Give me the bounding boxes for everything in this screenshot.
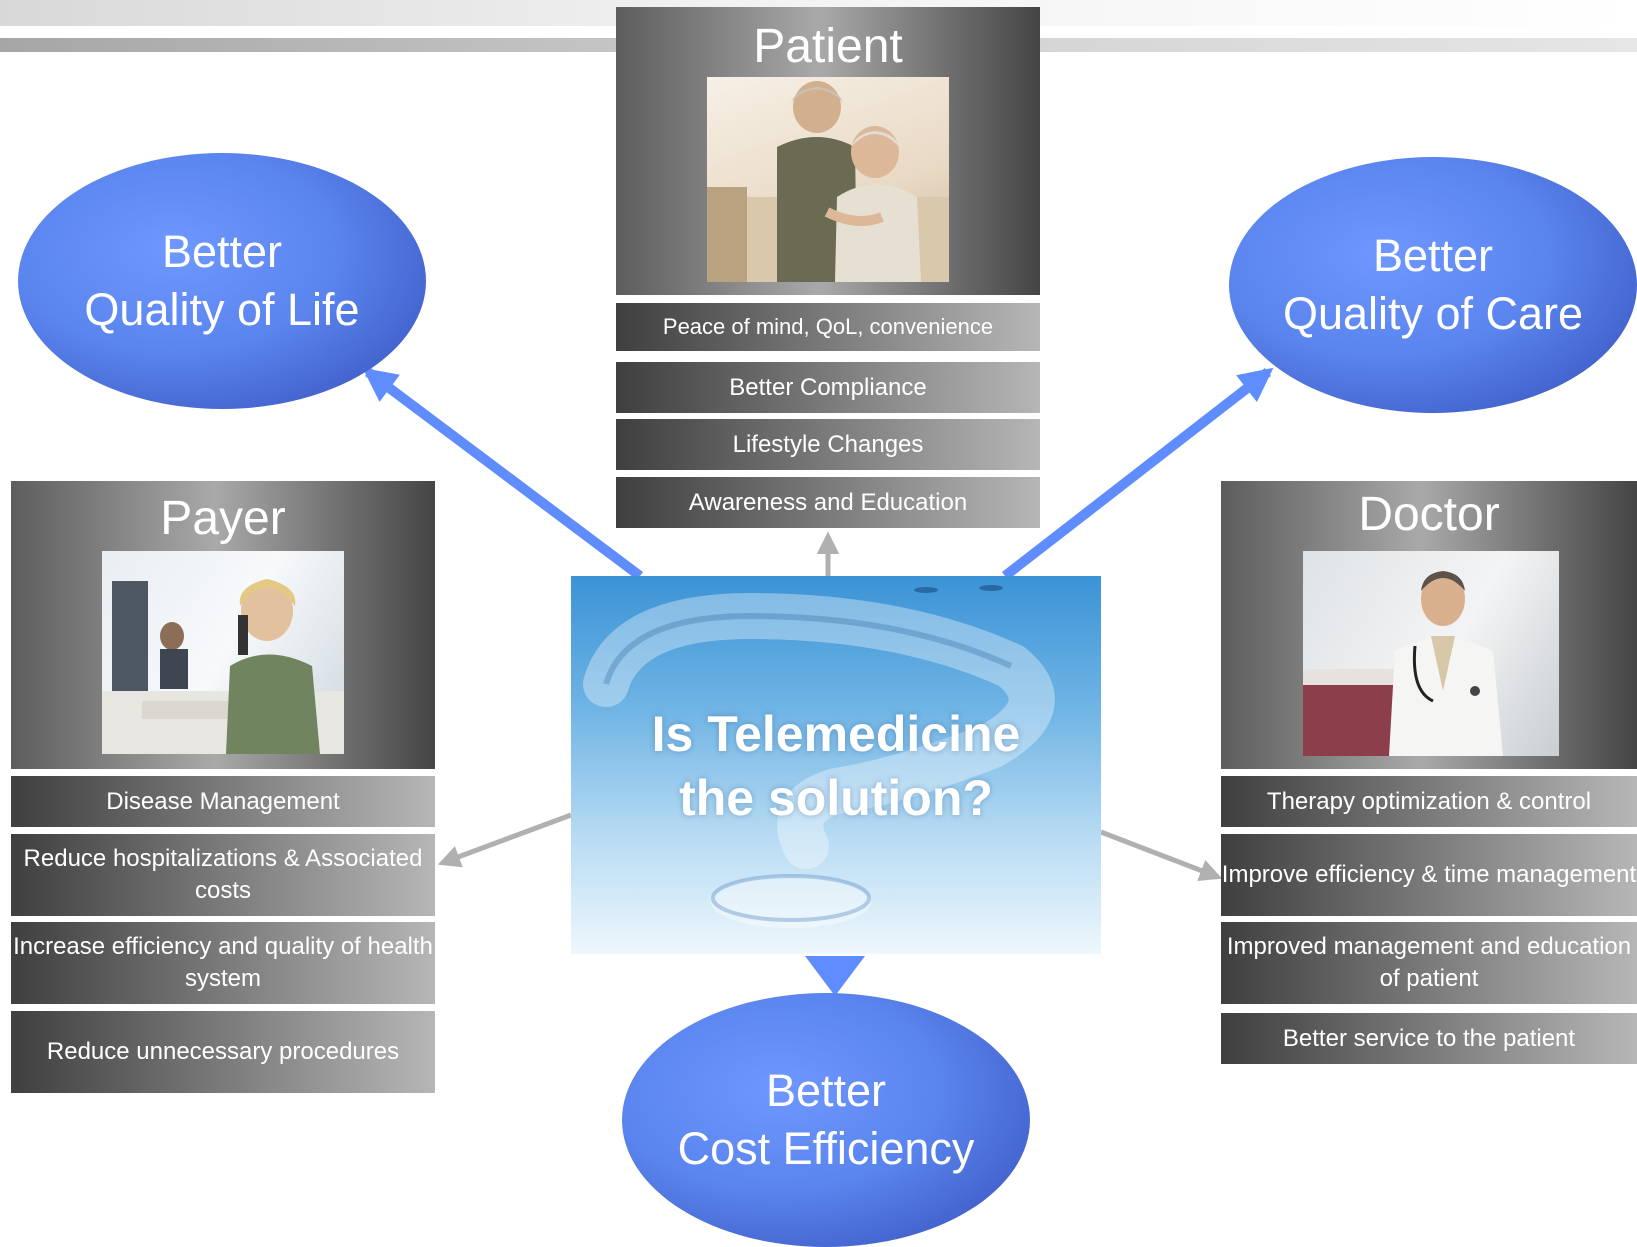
patient-photo xyxy=(707,77,949,282)
question-mark-graphic xyxy=(583,585,1055,928)
arrow-to-payer xyxy=(437,812,572,868)
arrow-to-quality-of-life xyxy=(362,367,643,580)
central-question-line2: the solution? xyxy=(679,770,993,826)
outcome-line2: Quality of Life xyxy=(84,284,360,335)
telemedicine-question-box: Is Telemedicine the solution? xyxy=(571,576,1101,954)
central-question: Is Telemedicine the solution? xyxy=(571,702,1101,830)
patient-item: Awareness and Education xyxy=(616,477,1040,528)
doctor-panel: Doctor xyxy=(1221,481,1637,769)
outcome-line2: Cost Efficiency xyxy=(677,1123,975,1174)
arrow-to-cost-efficiency xyxy=(805,956,865,996)
patient-item: Peace of mind, QoL, convenience xyxy=(616,303,1040,351)
patient-item: Better Compliance xyxy=(616,362,1040,413)
patient-panel: Patient xyxy=(616,7,1040,295)
doctor-item: Improved management and education of pat… xyxy=(1221,922,1637,1004)
doctor-photo xyxy=(1303,551,1559,756)
payer-title: Payer xyxy=(160,492,286,545)
central-question-line1: Is Telemedicine xyxy=(651,706,1021,762)
doctor-item: Therapy optimization & control xyxy=(1221,776,1637,827)
payer-item: Disease Management xyxy=(11,776,435,827)
doctor-item: Improve efficiency & time management xyxy=(1221,834,1637,916)
payer-item: Increase efficiency and quality of healt… xyxy=(11,922,435,1004)
payer-panel: Payer xyxy=(11,481,435,769)
payer-photo xyxy=(102,551,344,754)
payer-item: Reduce unnecessary procedures xyxy=(11,1011,435,1093)
patient-title: Patient xyxy=(753,20,903,73)
doctor-item: Better service to the patient xyxy=(1221,1013,1637,1064)
arrow-to-doctor xyxy=(1100,829,1223,882)
outcome-line2: Quality of Care xyxy=(1282,288,1584,339)
patient-item: Lifestyle Changes xyxy=(616,419,1040,470)
doctor-title: Doctor xyxy=(1358,488,1500,541)
outcome-quality-of-life: Better Quality of Life xyxy=(18,153,426,409)
outcome-line1: Better xyxy=(161,226,283,277)
payer-item: Reduce hospitalizations & Associated cos… xyxy=(11,834,435,916)
outcome-line1: Better xyxy=(1372,230,1494,281)
outcome-quality-of-care: Better Quality of Care xyxy=(1229,157,1637,413)
outcome-cost-efficiency: Better Cost Efficiency xyxy=(622,993,1030,1247)
outcome-line1: Better xyxy=(765,1065,887,1116)
arrow-to-quality-of-care xyxy=(1001,367,1274,580)
